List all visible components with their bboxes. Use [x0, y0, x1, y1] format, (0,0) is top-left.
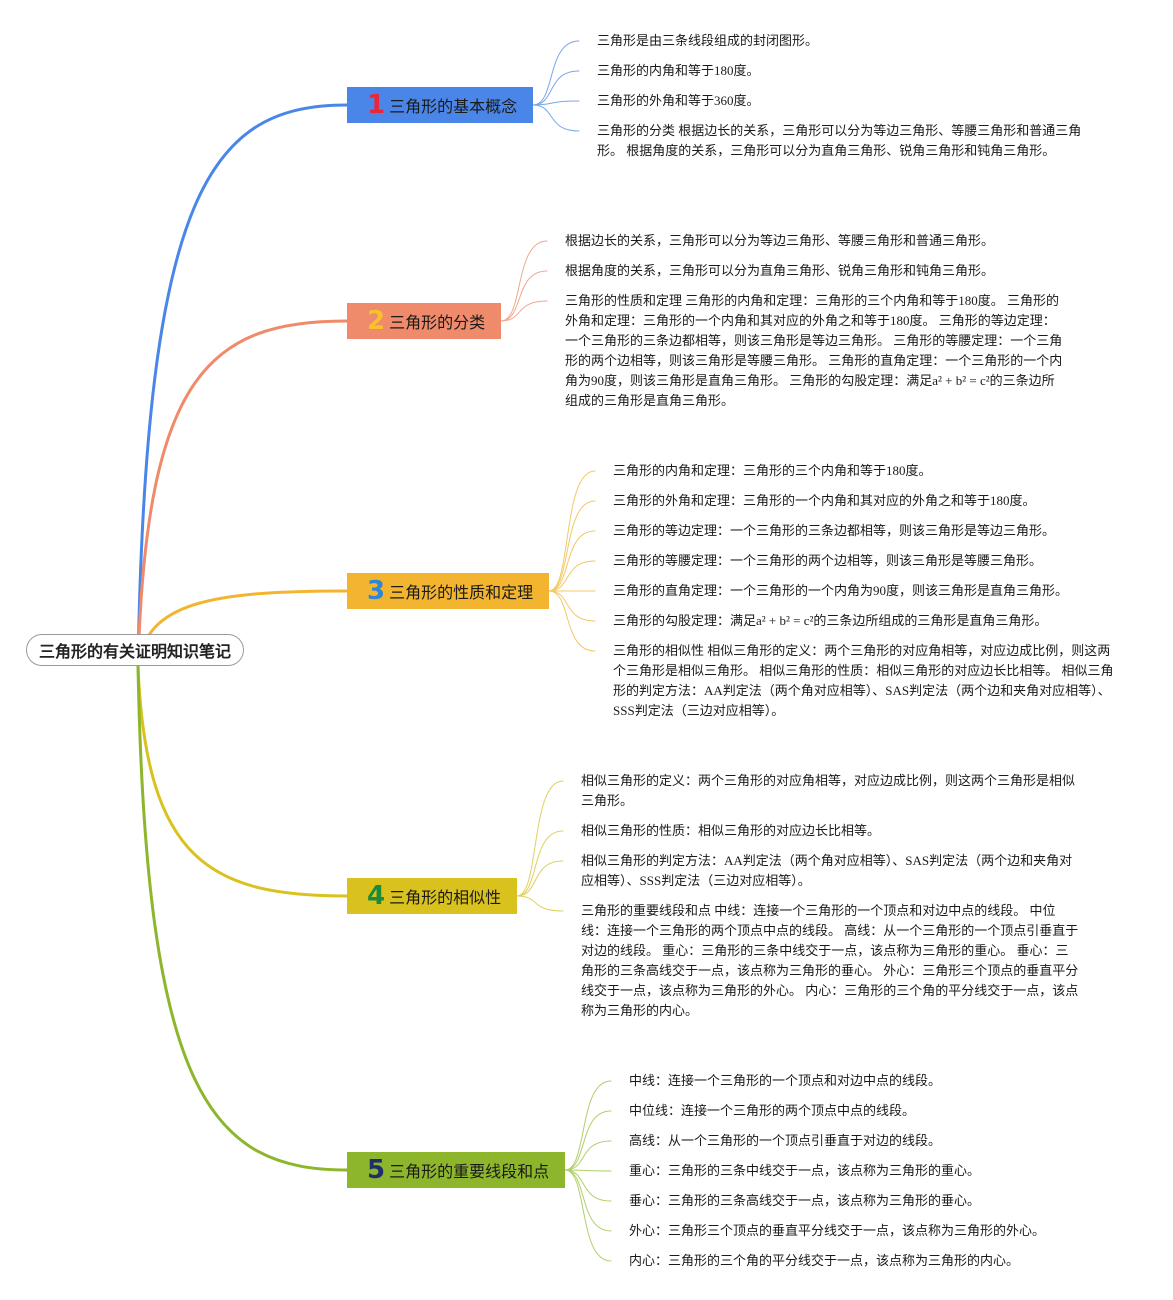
- leaf-line-5-2: [564, 1110, 612, 1171]
- leaf-line-4-4: [516, 895, 564, 912]
- branch-line-4: [136, 664, 349, 898]
- leaf-5-6[interactable]: 外心：三角形三个顶点的垂直平分线交于一点，该点称为三角形的外心。: [629, 1223, 1046, 1238]
- leaf-5-3[interactable]: 高线：从一个三角形的一个顶点引垂直于对边的线段。: [629, 1133, 942, 1148]
- leaf-4-4[interactable]: 三角形的重要线段和点 中线：连接一个三角形的一个顶点和对边中点的线段。 中位线：…: [581, 903, 1079, 1018]
- branch-line-5: [136, 664, 349, 1172]
- root-label: 三角形的有关证明知识笔记: [38, 644, 231, 661]
- leaf-4-1[interactable]: 相似三角形的定义：两个三角形的对应角相等，对应边成比例，则这两个三角形是相似三角…: [581, 773, 1076, 808]
- topic-label-5: 三角形的重要线段和点: [389, 1164, 550, 1181]
- leaf-1-3[interactable]: 三角形的外角和等于360度。: [597, 93, 760, 108]
- leaf-line-3-4: [548, 560, 596, 592]
- leaf-1-1[interactable]: 三角形是由三条线段组成的封闭图形。: [597, 33, 819, 48]
- leaf-3-6[interactable]: 三角形的勾股定理：满足a² + b² = c²的三条边所组成的三角形是直角三角形…: [613, 613, 1048, 628]
- leaf-3-3[interactable]: 三角形的等边定理：一个三角形的三条边都相等，则该三角形是等边三角形。: [613, 523, 1056, 538]
- leaf-3-4[interactable]: 三角形的等腰定理：一个三角形的两个边相等，则该三角形是等腰三角形。: [613, 553, 1043, 568]
- branch-line-1: [136, 103, 349, 668]
- leaf-line-3-2: [548, 500, 596, 592]
- leaf-line-3-7: [548, 590, 596, 652]
- leaf-2-3[interactable]: 三角形的性质和定理 三角形的内角和定理：三角形的三个内角和等于180度。 三角形…: [565, 293, 1063, 408]
- topic-label-2: 三角形的分类: [389, 315, 486, 332]
- leaf-1-2[interactable]: 三角形的内角和等于180度。: [597, 63, 760, 78]
- topic-label-1: 三角形的基本概念: [389, 99, 518, 116]
- leaf-line-5-7: [564, 1169, 612, 1262]
- leaf-line-1-2: [532, 70, 580, 106]
- topic-number-2: 2: [367, 306, 386, 336]
- topic-node-2[interactable]: 2 三角形的分类: [347, 303, 501, 339]
- leaf-line-5-4: [564, 1169, 612, 1172]
- leaf-5-5[interactable]: 垂心：三角形的三条高线交于一点，该点称为三角形的垂心。: [629, 1193, 981, 1208]
- leaf-line-1-3: [532, 100, 580, 106]
- leaf-line-5-5: [564, 1169, 612, 1202]
- branch-line-2: [136, 319, 349, 668]
- leaf-line-5-1: [564, 1080, 612, 1171]
- leaf-3-7[interactable]: 三角形的相似性 相似三角形的定义：两个三角形的对应角相等，对应边成比例，则这两个…: [613, 643, 1114, 718]
- leaf-line-2-2: [500, 270, 548, 322]
- leaf-line-4-3: [516, 860, 564, 897]
- topic-node-1[interactable]: 1 三角形的基本概念: [347, 87, 533, 123]
- topic-label-4: 三角形的相似性: [389, 890, 502, 907]
- leaf-5-7[interactable]: 内心：三角形的三个角的平分线交于一点，该点称为三角形的内心。: [629, 1253, 1020, 1268]
- leaf-line-5-6: [564, 1169, 612, 1232]
- leaf-2-1[interactable]: 根据边长的关系，三角形可以分为等边三角形、等腰三角形和普通三角形。: [565, 233, 995, 248]
- leaf-line-3-6: [548, 590, 596, 622]
- leaf-3-2[interactable]: 三角形的外角和定理：三角形的一个内角和其对应的外角之和等于180度。: [613, 493, 1036, 508]
- leaf-3-1[interactable]: 三角形的内角和定理：三角形的三个内角和等于180度。: [613, 463, 932, 478]
- leaf-line-2-3: [500, 300, 548, 322]
- topic-label-3: 三角形的性质和定理: [389, 585, 534, 602]
- topic-number-1: 1: [367, 90, 386, 120]
- leaf-line-4-2: [516, 830, 564, 897]
- leaf-line-2-1: [500, 240, 548, 322]
- leaf-line-1-4: [532, 104, 580, 132]
- leaf-5-1[interactable]: 中线：连接一个三角形的一个顶点和对边中点的线段。: [629, 1073, 942, 1088]
- root-node[interactable]: 三角形的有关证明知识笔记: [26, 634, 244, 666]
- topic-number-3: 3: [367, 576, 386, 606]
- topic-node-3[interactable]: 3 三角形的性质和定理: [347, 573, 549, 609]
- leaf-line-5-3: [564, 1140, 612, 1171]
- leaf-2-2[interactable]: 根据角度的关系，三角形可以分为直角三角形、锐角三角形和钝角三角形。: [565, 263, 995, 278]
- topic-node-4[interactable]: 4 三角形的相似性: [347, 878, 517, 914]
- leaf-3-5[interactable]: 三角形的直角定理：一个三角形的一个内角为90度，则该三角形是直角三角形。: [613, 583, 1069, 598]
- leaf-line-3-3: [548, 530, 596, 592]
- topic-number-5: 5: [367, 1155, 386, 1185]
- leaf-5-2[interactable]: 中位线：连接一个三角形的两个顶点中点的线段。: [629, 1103, 916, 1118]
- leaf-4-3[interactable]: 相似三角形的判定方法：AA判定法（两个角对应相等）、SAS判定法（两个边和夹角对…: [581, 853, 1073, 888]
- topic-node-5[interactable]: 5 三角形的重要线段和点: [347, 1152, 565, 1188]
- leaf-line-3-1: [548, 470, 596, 592]
- leaf-line-1-1: [532, 40, 580, 106]
- topic-number-4: 4: [367, 881, 386, 911]
- leaf-4-2[interactable]: 相似三角形的性质：相似三角形的对应边长比相等。: [581, 823, 881, 838]
- leaf-5-4[interactable]: 重心：三角形的三条中线交于一点，该点称为三角形的重心。: [629, 1163, 981, 1178]
- leaf-1-4[interactable]: 三角形的分类 根据边长的关系，三角形可以分为等边三角形、等腰三角形和普通三角形。…: [597, 123, 1082, 158]
- leaf-line-4-1: [516, 780, 564, 897]
